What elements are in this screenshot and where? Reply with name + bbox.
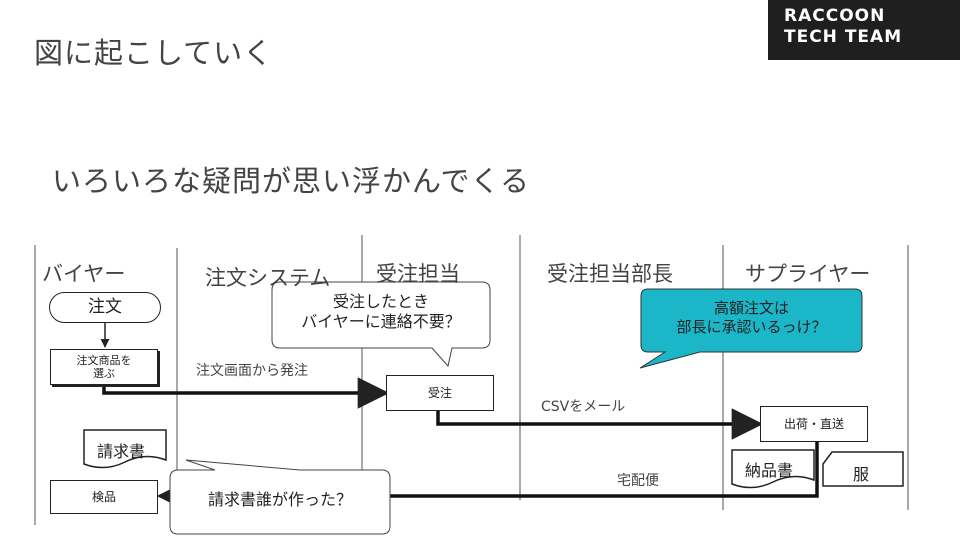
lane-label-order-staff: 受注担当 — [376, 262, 460, 286]
lane-label-supplier: サプライヤー — [745, 262, 871, 286]
callout-contact-buyer: 受注したとき バイヤーに連絡不要？ — [301, 292, 461, 331]
receive-order-node: 受注 — [386, 375, 494, 411]
callout-who-made-invoice: 請求書誰が作った？ — [207, 490, 352, 509]
slide-subtitle: いろいろな疑問が思い浮かんでくる — [52, 164, 530, 198]
callout-manager-approval: 高額注文は 部長に承認いるっけ？ — [676, 299, 827, 336]
edge-label-home-delivery: 宅配便 — [617, 473, 659, 489]
lane-label-order-system: 注文システム — [205, 266, 331, 290]
brand-logo: RACCOON TECH TEAM — [768, 0, 960, 60]
edge-label-csv-mail: CSVをメール — [541, 399, 626, 415]
lane-label-buyer: バイヤー — [42, 262, 126, 286]
edge-label-order-from-screen: 注文画面から発注 — [196, 363, 308, 379]
clothes-label: 服 — [853, 465, 870, 484]
ship-direct-node: 出荷・直送 — [760, 406, 868, 442]
invoice-doc-label: 請求書 — [97, 442, 146, 461]
select-product-node: 注文商品を 選ぶ — [50, 349, 158, 385]
lane-label-order-manager: 受注担当部長 — [547, 262, 673, 286]
order-start-node: 注文 — [49, 292, 161, 323]
logo-line-1: RACCOON — [784, 6, 886, 26]
delivery-note-doc-shape — [731, 449, 815, 489]
callout-bubble-who-made-invoice — [169, 459, 391, 535]
delivery-note-doc-label: 納品書 — [745, 461, 794, 480]
page-title: 図に起こしていく — [34, 36, 274, 70]
logo-line-2: TECH TEAM — [784, 27, 903, 47]
callout-bubble-contact-buyer — [271, 281, 491, 368]
clothes-shape — [822, 451, 904, 487]
callout-bubble-manager-approval — [639, 288, 863, 369]
arrow-receive-to-ship — [436, 408, 764, 440]
arrow-select-to-receive — [102, 377, 390, 409]
inspect-node: 検品 — [50, 480, 158, 514]
invoice-doc-shape — [83, 429, 167, 469]
